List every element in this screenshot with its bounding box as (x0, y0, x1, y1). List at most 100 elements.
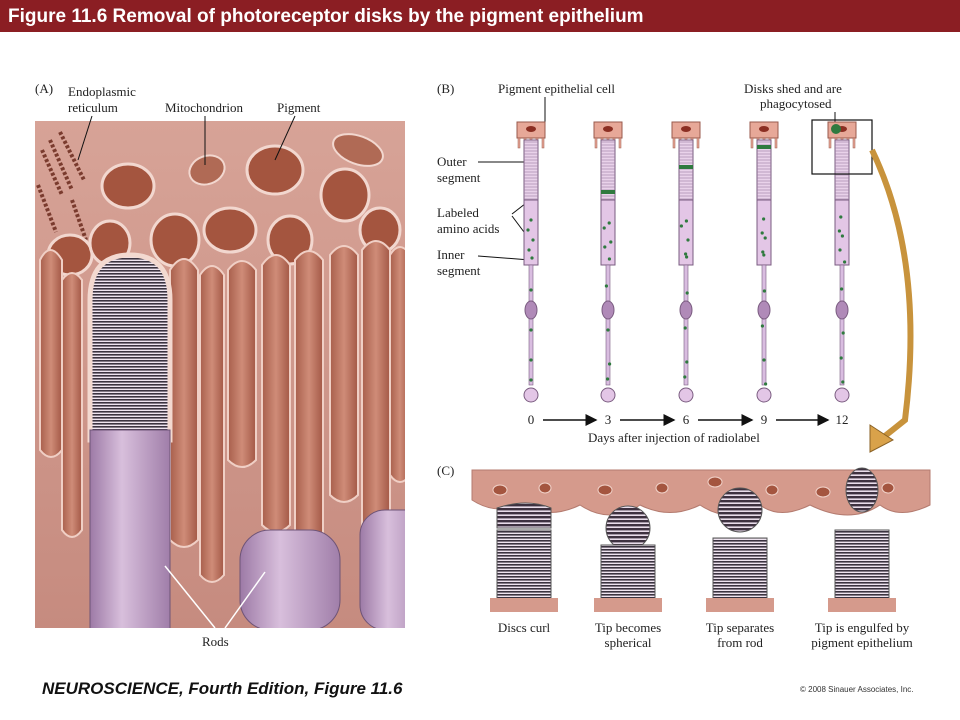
epithelial-processes (39, 240, 405, 598)
synaptic-terminal (523, 387, 539, 403)
day-label-0: 0 (528, 412, 535, 427)
microvillus (696, 137, 700, 149)
label-dot (685, 255, 689, 259)
microvillus (852, 137, 856, 149)
day-label-6: 6 (683, 412, 690, 427)
epithelium-pigment-granules (492, 476, 895, 498)
label-inner-segment: segment (437, 263, 481, 278)
caption-discs-curl: Discs curl (498, 620, 551, 635)
day-label-3: 3 (605, 412, 612, 427)
label-dot (527, 248, 531, 252)
day-label-12: 12 (836, 412, 849, 427)
panel-a-leader-lines (77, 115, 296, 165)
microvillus (828, 137, 832, 149)
receptor-column-3 (749, 121, 779, 403)
label-dot (526, 228, 530, 232)
axon-stalk (683, 264, 689, 386)
phagocytosed-disks (831, 124, 841, 134)
label-reticulum: reticulum (68, 100, 118, 115)
caption-spherical: spherical (605, 635, 652, 650)
axon-stalk (528, 264, 534, 386)
synaptic-terminal (600, 387, 616, 403)
label-dot (606, 377, 610, 381)
day-label-9: 9 (761, 412, 768, 427)
label-dot (603, 245, 607, 249)
label-dot (685, 291, 689, 295)
label-dot (841, 331, 845, 335)
receptor-column-2 (671, 121, 701, 403)
panel-a-illustration (35, 121, 405, 628)
label-dot (531, 238, 535, 242)
label-rods: Rods (202, 634, 229, 649)
day-axis-label: Days after injection of radiolabel (588, 430, 760, 445)
zoom-arrow (869, 148, 914, 443)
label-dot (679, 224, 684, 228)
label-mitochondrion: Mitochondrion (165, 100, 243, 115)
mitochondria (188, 133, 384, 186)
labeled-disc-band (679, 165, 693, 169)
label-dot (604, 284, 609, 288)
label-dot (529, 328, 533, 332)
microvillus (618, 137, 622, 149)
panel-b-letter: (B) (437, 81, 454, 96)
microvillus (750, 137, 754, 149)
label-endoplasmic: Endoplasmic (68, 84, 136, 99)
caption-tip-engulfed: Tip is engulfed by (815, 620, 910, 635)
rods (239, 509, 405, 628)
label-dot (839, 356, 843, 360)
label-dot (764, 382, 768, 386)
panel-b-leader-lines (477, 161, 531, 261)
label-pigment: Pigment (277, 100, 321, 115)
panel-a: (A) (35, 81, 405, 649)
caption-tip-separates: Tip separates (706, 620, 775, 635)
rod-outer-segment (87, 252, 173, 628)
label-dot (762, 289, 767, 293)
label-dot (838, 248, 842, 252)
endoplasmic-reticulum (36, 131, 88, 241)
cell-nucleus (681, 126, 691, 132)
label-dot (529, 378, 533, 382)
label-dot (529, 288, 533, 292)
microvillus (672, 137, 676, 149)
label-dot (607, 221, 611, 225)
caption-pigment-epithelium: pigment epithelium (811, 635, 912, 650)
zoom-box (811, 119, 873, 175)
inner-segment (834, 199, 850, 266)
receptor-column-1 (593, 121, 623, 403)
receptor-column-4 (827, 121, 857, 403)
label-dot (686, 238, 690, 242)
cell-body (601, 300, 615, 320)
footer-book-title: NEUROSCIENCE, Fourth Edition, Figure 11.… (42, 679, 403, 698)
label-dot (840, 234, 845, 238)
outer-segment (834, 139, 850, 201)
label-dot (606, 328, 610, 332)
label-dot (760, 231, 764, 235)
rod-stages (490, 467, 896, 612)
panel-c-letter: (C) (437, 463, 454, 478)
synaptic-terminal (834, 387, 850, 403)
microvillus (594, 137, 598, 149)
label-dot (760, 324, 765, 328)
label-labeled: Labeled (437, 205, 479, 220)
title-bar: Figure 11.6 Removal of photoreceptor dis… (0, 0, 960, 32)
footer-copyright: © 2008 Sinauer Associates, Inc. (800, 685, 914, 694)
synaptic-terminal (678, 387, 694, 403)
label-dot (607, 257, 612, 261)
zoom-arrow-head (869, 424, 894, 453)
receptor-column-0 (516, 121, 546, 403)
label-amino-acids: amino acids (437, 221, 499, 236)
label-dot (840, 287, 844, 291)
label-outer: Outer (437, 154, 467, 169)
panel-b: (B) Pigment epithelial cell Disks shed a… (437, 81, 914, 453)
label-dot (683, 326, 687, 330)
panel-c: (C) (437, 463, 931, 650)
cell-body (524, 300, 538, 320)
label-disks-shed: Disks shed and are (744, 81, 842, 96)
axon-stalk (839, 264, 845, 386)
label-dot (602, 226, 606, 230)
cell-nucleus (526, 126, 536, 132)
label-dot (609, 240, 613, 244)
rod-stage-4 (828, 467, 896, 612)
inner-segment (600, 199, 616, 266)
label-dot (529, 218, 533, 222)
